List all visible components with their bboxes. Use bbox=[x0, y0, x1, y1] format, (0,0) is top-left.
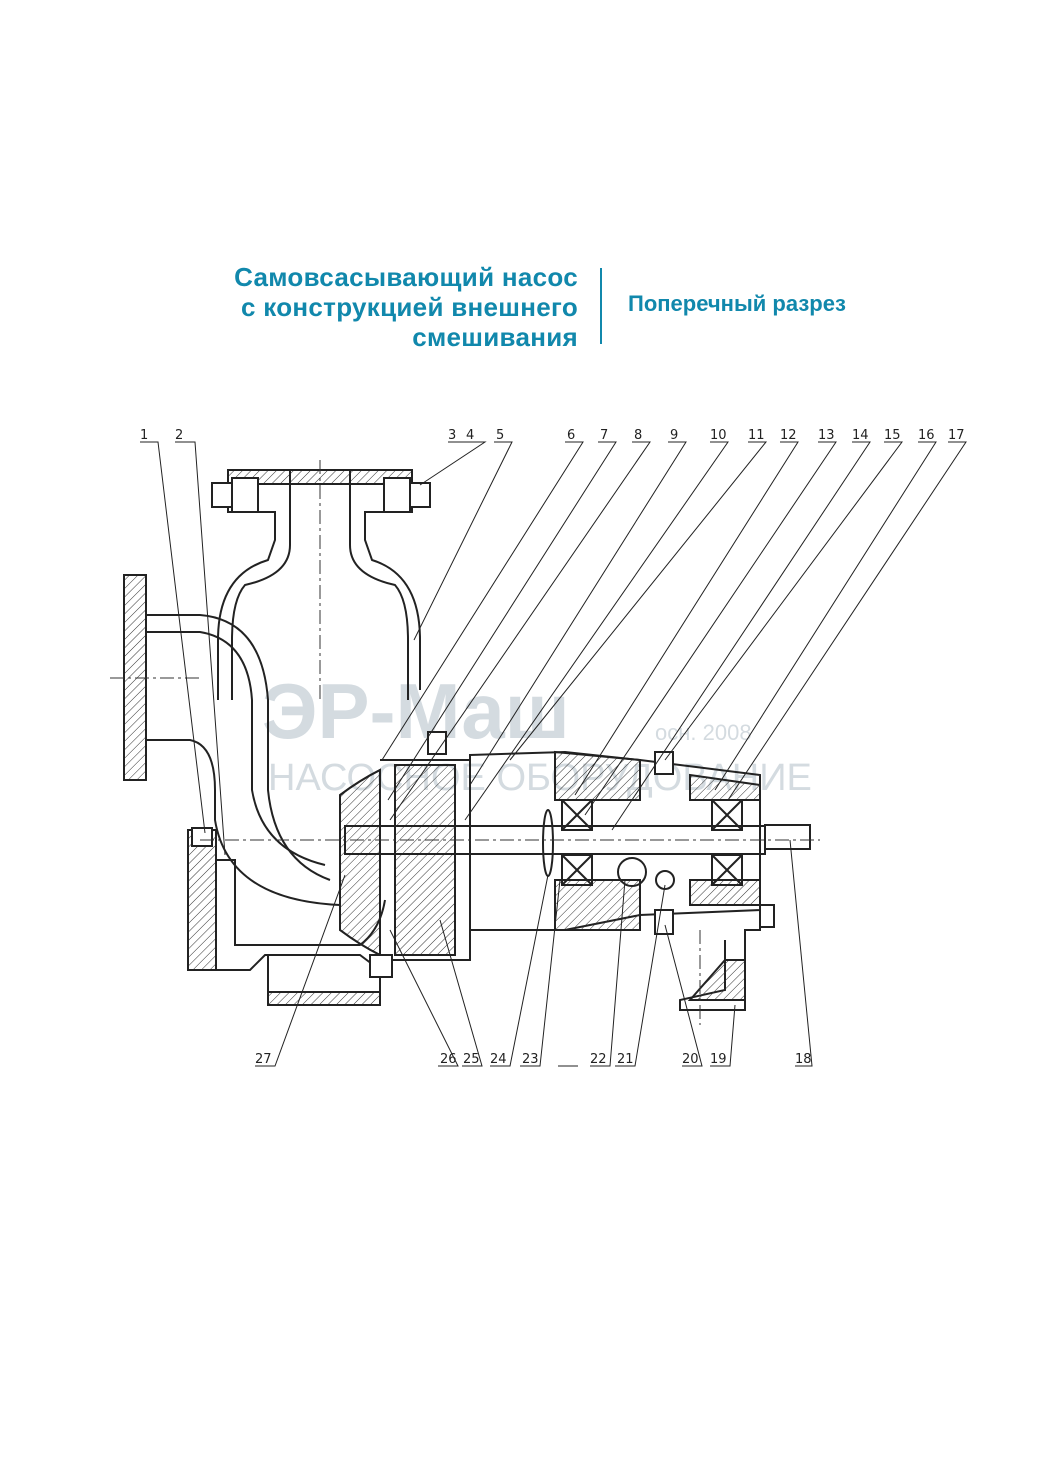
label-6: 6 bbox=[567, 428, 575, 443]
discharge-flange-right bbox=[228, 469, 421, 690]
rear-cover-bottom-hatch bbox=[689, 879, 761, 906]
suction-pipe-inner bbox=[146, 631, 326, 866]
bolt-top-right bbox=[409, 482, 431, 508]
bolt-bracket bbox=[759, 904, 775, 928]
chamber-inner-right bbox=[349, 470, 409, 700]
bolt-frame-top bbox=[654, 751, 674, 775]
seal-housing-hatch bbox=[394, 764, 456, 956]
bolt-front-cover bbox=[191, 827, 213, 847]
pump-foot-hatch bbox=[267, 991, 381, 1006]
chamber-inner-left bbox=[231, 470, 291, 700]
oil-sight-glass bbox=[617, 857, 647, 887]
watermark-year: осн. 2008 bbox=[655, 720, 752, 745]
bearing-frame-bottom-hatch bbox=[554, 879, 641, 931]
suction-pipe-upper bbox=[146, 614, 331, 881]
nut-top-right bbox=[383, 477, 411, 513]
leader-lines-top bbox=[140, 441, 967, 856]
label-11: 11 bbox=[748, 428, 765, 443]
title-block: Самовсасывающий насос с конструкцией вне… bbox=[60, 262, 578, 352]
subtitle: Поперечный разрез bbox=[628, 291, 846, 316]
rear-cover-top-hatch bbox=[689, 773, 761, 801]
suction-pipe-lower bbox=[146, 739, 341, 906]
label-27: 27 bbox=[255, 1052, 272, 1067]
label-18: 18 bbox=[795, 1052, 812, 1067]
title-line-2: с конструкцией внешнего bbox=[240, 292, 578, 322]
label-20: 20 bbox=[682, 1052, 699, 1067]
bolt-seal-top bbox=[427, 731, 447, 755]
title-line-1: Самовсасывающий насос bbox=[234, 262, 578, 292]
support-bracket-hatch bbox=[687, 959, 746, 1001]
top-labels: 1 2 3 4 5 6 7 8 9 10 11 12 13 14 15 16 1… bbox=[140, 428, 965, 443]
label-26: 26 bbox=[440, 1052, 457, 1067]
label-25: 25 bbox=[463, 1052, 480, 1067]
label-8: 8 bbox=[634, 428, 642, 443]
label-10: 10 bbox=[710, 428, 727, 443]
watermark-brand: ЭР-Маш bbox=[262, 667, 570, 755]
label-23: 23 bbox=[522, 1052, 539, 1067]
label-5: 5 bbox=[496, 428, 504, 443]
volute-base bbox=[216, 954, 381, 971]
label-7: 7 bbox=[600, 428, 608, 443]
label-2: 2 bbox=[175, 428, 183, 443]
front-cover-hatch bbox=[187, 829, 217, 971]
center-lines bbox=[110, 460, 820, 1025]
label-22: 22 bbox=[590, 1052, 607, 1067]
label-9: 9 bbox=[670, 428, 678, 443]
title-divider bbox=[600, 268, 602, 344]
impeller-hatch bbox=[339, 768, 381, 957]
label-13: 13 bbox=[818, 428, 835, 443]
bottom-labels: 27 26 25 24 23 22 21 20 19 18 bbox=[255, 1052, 812, 1067]
label-1: 1 bbox=[140, 428, 148, 443]
bolts bbox=[191, 477, 775, 978]
bolt-drain bbox=[369, 954, 393, 978]
label-24: 24 bbox=[490, 1052, 507, 1067]
label-16: 16 bbox=[918, 428, 935, 443]
rear-bearing-top bbox=[711, 799, 743, 831]
discharge-flange-left bbox=[217, 470, 276, 700]
bolt-top-left bbox=[211, 482, 233, 508]
label-21: 21 bbox=[617, 1052, 634, 1067]
label-17: 17 bbox=[948, 428, 965, 443]
front-bearing-top bbox=[561, 799, 593, 831]
shaft-end bbox=[764, 824, 811, 850]
nut-top-left bbox=[231, 477, 259, 513]
label-15: 15 bbox=[884, 428, 901, 443]
deflector-ring bbox=[542, 809, 554, 877]
label-3: 3 bbox=[448, 428, 456, 443]
watermark: ЭР-Маш осн. 2008 НАСОСНОЕ ОБОРУДОВАНИЕ bbox=[262, 667, 812, 799]
oil-drain-plug bbox=[655, 870, 675, 890]
label-12: 12 bbox=[780, 428, 797, 443]
leader-lines-bottom bbox=[255, 839, 813, 1067]
label-19: 19 bbox=[710, 1052, 727, 1067]
label-4: 4 bbox=[466, 428, 474, 443]
title-line-3: смешивания bbox=[412, 322, 578, 352]
label-14: 14 bbox=[852, 428, 869, 443]
